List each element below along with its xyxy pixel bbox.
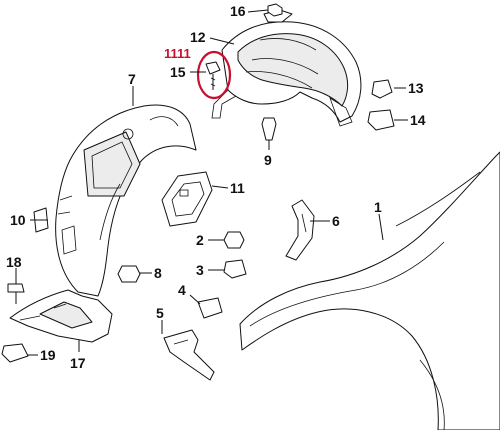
leader-lines bbox=[15, 9, 408, 356]
callout-3: 3 bbox=[196, 262, 204, 278]
part-1-fender bbox=[239, 151, 500, 430]
part-12-upper-cover bbox=[211, 9, 362, 127]
callout-8: 8 bbox=[154, 265, 162, 281]
callout-17: 17 bbox=[70, 355, 86, 371]
part-4-5-bracket bbox=[163, 297, 223, 381]
callout-10: 10 bbox=[10, 212, 26, 228]
highlight-circle bbox=[196, 50, 232, 100]
callout-18: 18 bbox=[6, 254, 22, 270]
callout-12: 12 bbox=[190, 29, 206, 45]
callout-9: 9 bbox=[264, 152, 272, 168]
callout-5: 5 bbox=[156, 305, 164, 321]
part-15-screw bbox=[205, 61, 221, 90]
part-11-bracket bbox=[161, 171, 213, 227]
callout-11: 11 bbox=[230, 180, 245, 196]
callout-1111-highlight: 1111 bbox=[164, 46, 191, 61]
callout-14: 14 bbox=[410, 112, 426, 128]
callout-19: 19 bbox=[40, 347, 56, 363]
part-17-splash-shield bbox=[9, 289, 113, 343]
callout-15: 15 bbox=[170, 64, 186, 80]
callout-7: 7 bbox=[128, 71, 136, 87]
callout-6: 6 bbox=[332, 213, 340, 229]
callout-13: 13 bbox=[408, 80, 424, 96]
part-6-brace bbox=[285, 199, 315, 261]
callout-1: 1 bbox=[374, 199, 382, 215]
callout-2: 2 bbox=[196, 232, 204, 248]
part-7-wheel-arch-liner bbox=[55, 104, 197, 297]
callout-16: 16 bbox=[230, 3, 246, 19]
callout-4: 4 bbox=[178, 282, 186, 298]
